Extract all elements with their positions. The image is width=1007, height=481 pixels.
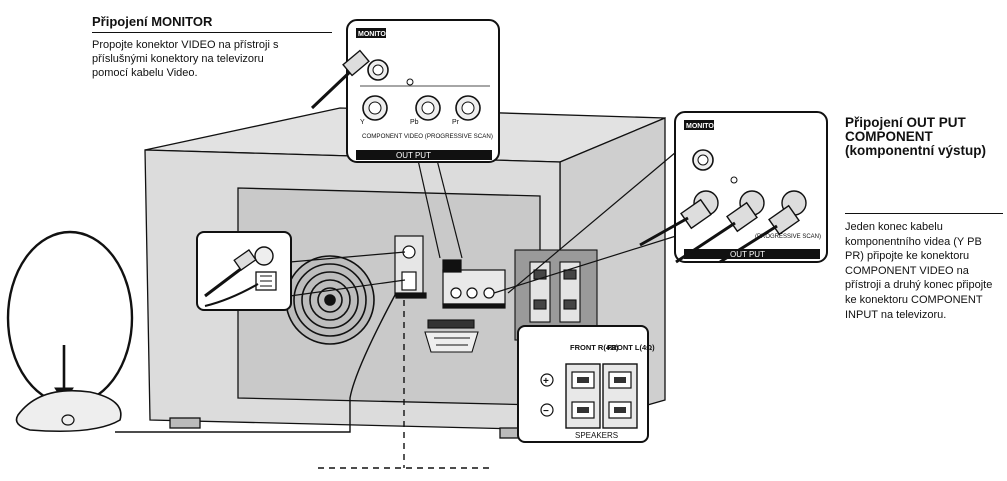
monitor-section-title: Připojení MONITOR — [92, 14, 213, 29]
speakers-label: SPEAKERS — [575, 431, 618, 440]
top-callout-component-label: COMPONENT VIDEO (PROGRESSIVE SCAN) — [362, 133, 493, 140]
device-component-jacks — [442, 259, 506, 309]
antenna-terminal — [394, 235, 427, 299]
jack-label-pr: Pr — [452, 119, 460, 126]
dashed-lead-lines — [318, 300, 490, 469]
component-title-rule — [845, 213, 1003, 214]
top-jack-callout — [310, 19, 500, 259]
right-jack-callout — [493, 111, 828, 294]
speaker-callout — [517, 325, 649, 443]
speaker-minus-sign: − — [543, 406, 549, 417]
scart-connector — [424, 319, 479, 353]
antenna-connector-callout — [196, 231, 406, 311]
right-callout-output-label: OUT PUT — [730, 250, 765, 259]
fan-grille — [285, 255, 375, 345]
speaker-front-right-label: FRONT R(4Ω) — [570, 343, 619, 352]
top-callout-output-label: OUT PUT — [396, 151, 431, 160]
monitor-title-rule — [92, 32, 332, 33]
right-callout-monitor-label: MONITOR — [686, 123, 719, 130]
loop-antenna — [6, 230, 396, 433]
speaker-front-left-label: FRONT L(4Ω) — [607, 343, 655, 352]
jack-label-pb: Pb — [410, 119, 419, 126]
component-section-text: Jeden konec kabelu komponentního videa (… — [845, 221, 993, 321]
speaker-plus-sign: + — [543, 376, 549, 387]
component-section-title: Připojení OUT PUT COMPONENT (komponentní… — [845, 115, 986, 158]
top-callout-monitor-label: MONITOR — [358, 31, 391, 38]
jack-label-y: Y — [360, 119, 365, 126]
monitor-section-text: Propojte konektor VIDEO na přístroji s p… — [92, 39, 279, 79]
right-callout-component-label: (PROGRESSIVE SCAN) — [755, 234, 821, 240]
